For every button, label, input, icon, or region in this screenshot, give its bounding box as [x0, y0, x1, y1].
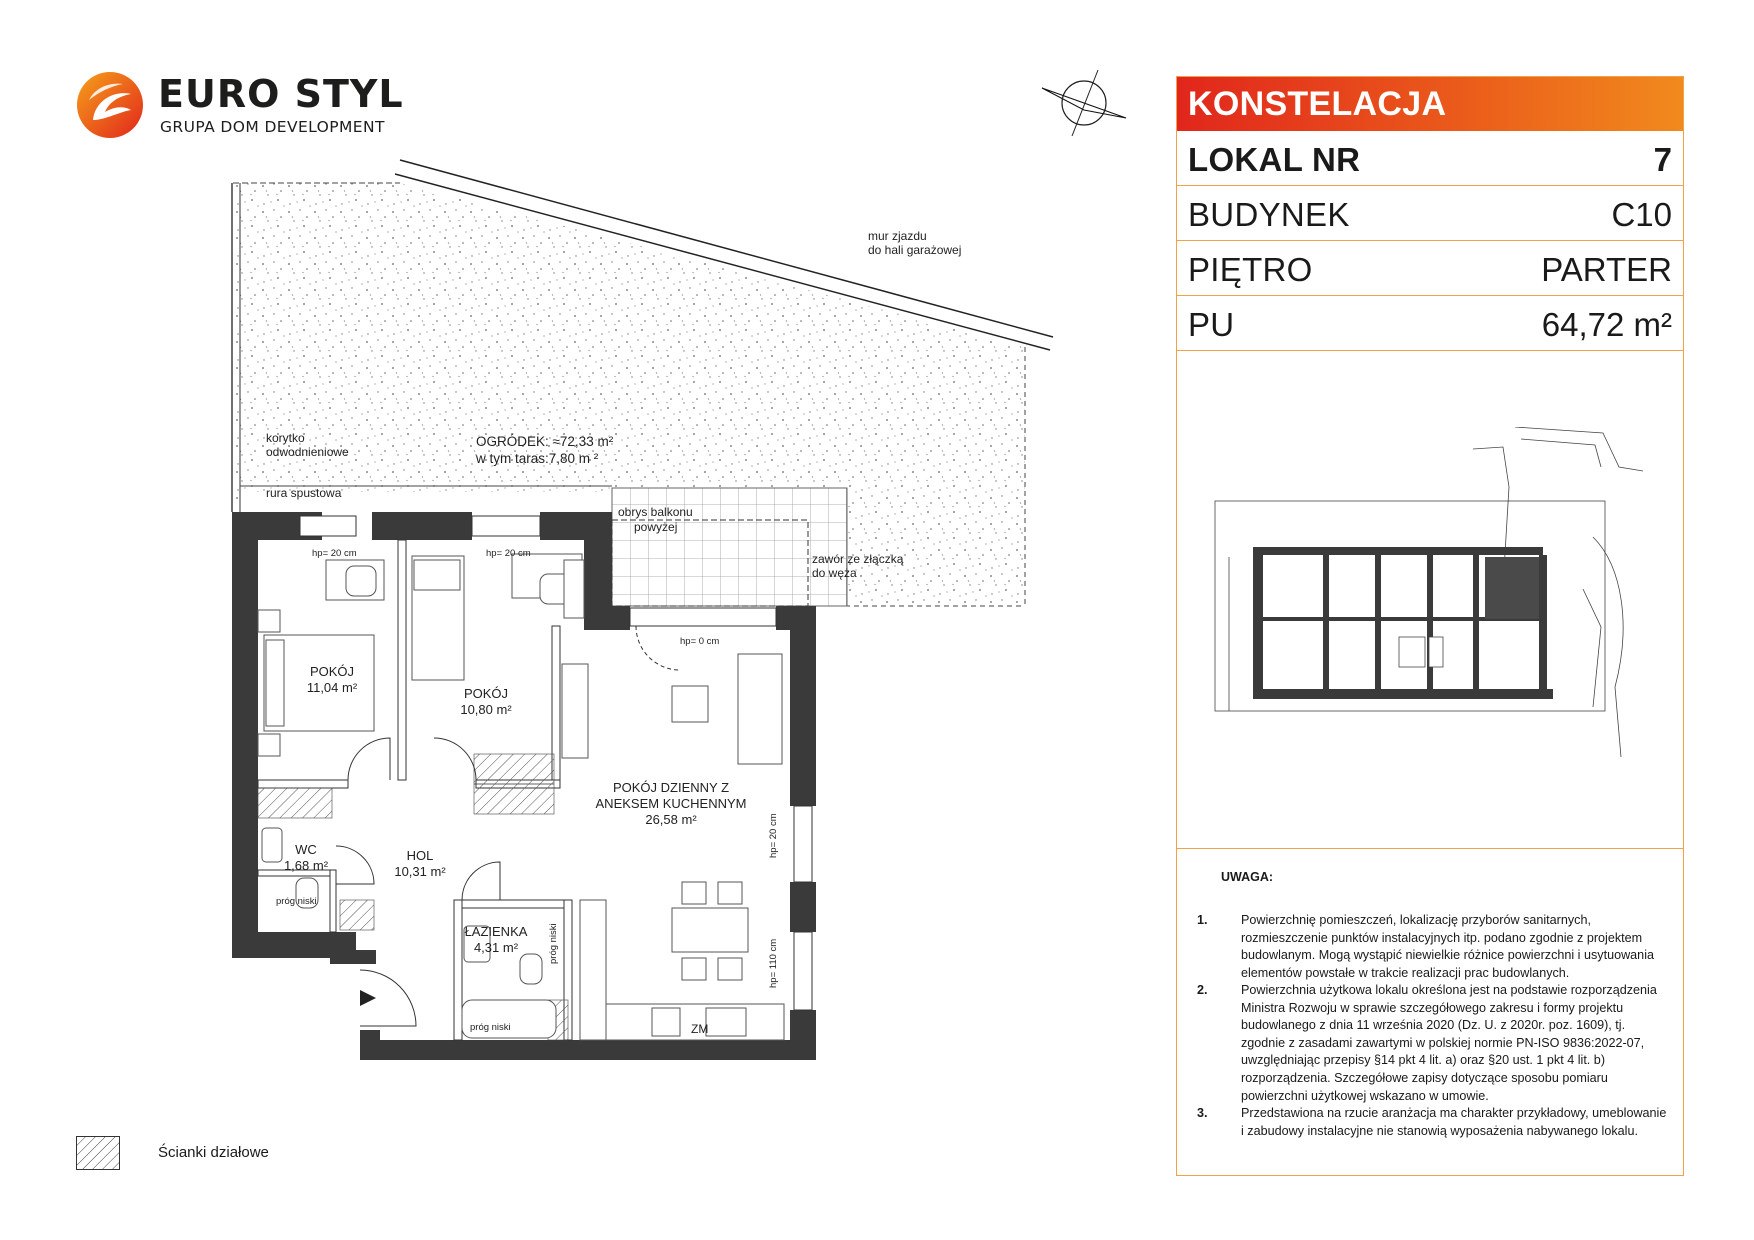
garden-sub: w tym taras:7,80 m ² — [475, 451, 599, 466]
detail-row-building: BUDYNEK C10 — [1177, 186, 1683, 241]
hp-balcony-door: hp= 0 cm — [680, 636, 719, 647]
note-text: Przedstawiona na rzucie aranżacja ma cha… — [1241, 1106, 1667, 1138]
note-2: 2. Powierzchnia użytkowa lokalu określon… — [1197, 982, 1667, 1105]
detail-row-area: PU 64,72 m² — [1177, 296, 1683, 351]
detail-value: 7 — [1653, 141, 1672, 178]
north-arrow-icon — [1041, 69, 1127, 137]
balcony-note-1: obrys balkonu — [618, 505, 693, 519]
wall-note-2: do hali garażowej — [868, 243, 961, 257]
hp-living-window: hp= 20 cm — [768, 813, 779, 858]
brand-logo: EURO STYL GRUPA DOM DEVELOPMENT — [75, 66, 403, 146]
notes-divider — [1177, 848, 1683, 849]
note-number: 2. — [1197, 983, 1208, 997]
detail-value: PARTER — [1541, 251, 1672, 288]
room-4-name: HOL — [407, 848, 434, 863]
detail-value: C10 — [1611, 196, 1672, 233]
building-key-plan — [1214, 427, 1644, 758]
note-1: 1. Powierzchnię pomieszczeń, lokalizację… — [1197, 912, 1667, 982]
detail-row-unit: LOKAL NR 7 — [1177, 131, 1683, 186]
detail-value: 64,72 m² — [1541, 306, 1672, 343]
logo-mark-icon — [77, 72, 143, 138]
legend-label: Ścianki działowe — [158, 1144, 269, 1161]
hp-room-window: hp= 20 cm — [486, 548, 531, 559]
note-number: 1. — [1197, 913, 1208, 927]
detail-row-floor: PIĘTRO PARTER — [1177, 241, 1683, 296]
room-5-area: 1,68 m² — [284, 858, 329, 873]
brand-tagline: GRUPA DOM DEVELOPMENT — [160, 118, 385, 136]
room-1-area: 11,04 m² — [307, 680, 358, 695]
downpipe-note: rura spustowa — [266, 486, 342, 500]
room-3-area: 26,58 m² — [645, 812, 697, 827]
gutter-note-2: odwodnieniowe — [266, 445, 349, 459]
threshold-bath: próg niski — [470, 1022, 511, 1033]
detail-key: LOKAL NR — [1188, 141, 1361, 178]
threshold-bath-2: próg niski — [548, 923, 559, 964]
room-3-name2: ANEKSEM KUCHENNYM — [596, 796, 747, 811]
room-2-name: POKÓJ — [464, 686, 508, 701]
threshold-wc: próg niski — [276, 896, 317, 907]
valve-note-1: zawór ze złączką — [812, 552, 904, 566]
project-name: KONSTELACJA — [1177, 77, 1683, 131]
detail-key: PIĘTRO — [1188, 251, 1313, 288]
room-6-area: 4,31 m² — [474, 940, 519, 955]
hp-kitchen-window: hp= 110 cm — [768, 939, 779, 988]
gutter-note-1: korytko — [266, 431, 305, 445]
detail-key: PU — [1188, 306, 1235, 343]
note-number: 3. — [1197, 1106, 1208, 1120]
partition-wall-swatch-icon — [76, 1136, 120, 1170]
floor-plan: mur zjazdu do hali garażowej korytko odw… — [231, 159, 1054, 1060]
room-3-name: POKÓJ DZIENNY Z — [613, 780, 729, 795]
room-2-area: 10,80 m² — [460, 702, 512, 717]
detail-key: BUDYNEK — [1188, 196, 1350, 233]
room-4-area: 10,31 m² — [394, 864, 446, 879]
note-3: 3. Przedstawiona na rzucie aranżacja ma … — [1197, 1105, 1667, 1140]
valve-note-2: do węża — [812, 566, 857, 580]
note-text: Powierzchnia użytkowa lokalu określona j… — [1241, 983, 1657, 1103]
garden-label: OGRÓDEK: ≈72,33 m² — [476, 434, 614, 449]
brand-name: EURO STYL — [158, 72, 404, 116]
info-panel: KONSTELACJA LOKAL NR 7 BUDYNEK C10 PIĘTR… — [1176, 76, 1684, 1176]
meter-label: ZM — [691, 1022, 708, 1036]
wall-note-1: mur zjazdu — [868, 229, 927, 243]
notes-title: UWAGA: — [1221, 870, 1274, 884]
note-text: Powierzchnię pomieszczeń, lokalizację pr… — [1241, 913, 1654, 980]
room-5-name: WC — [295, 842, 317, 857]
hp-bed-window: hp= 20 cm — [312, 548, 357, 559]
balcony-note-2: powyżej — [634, 520, 677, 534]
room-6-name: ŁAZIENKA — [465, 924, 528, 939]
room-1-name: POKÓJ — [310, 664, 354, 679]
